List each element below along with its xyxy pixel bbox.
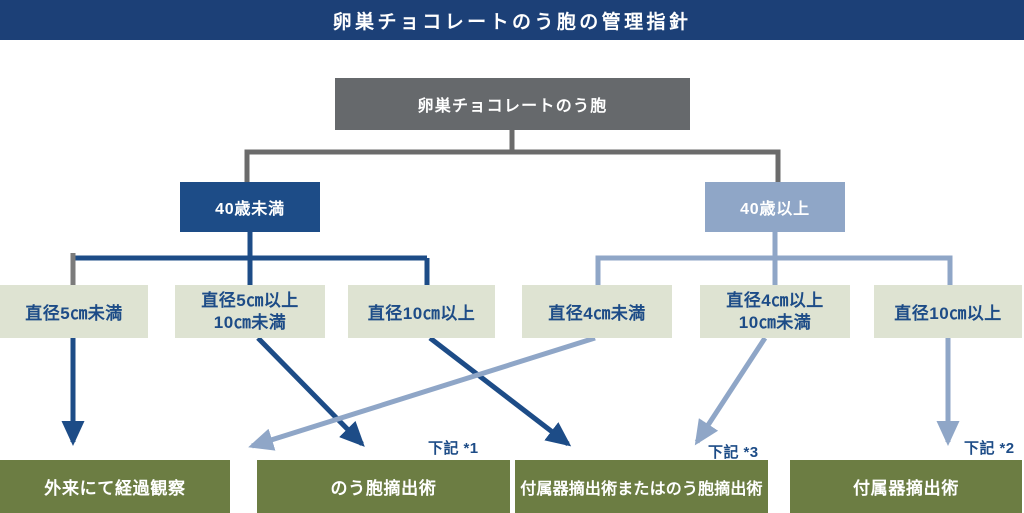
size-node-under40-lt5cm: 直径5㎝未満 [0,285,148,338]
outcome-node-label: 付属器摘出術またはのう胞摘出術 [520,480,763,498]
size-node-label-line1: 直径5㎝以上 [201,291,299,311]
size-node-label-line1: 直径4㎝以上 [726,291,824,311]
size-node-over40-gte10cm: 直径10㎝以上 [874,285,1022,338]
page-title: 卵巣チョコレートのう胞の管理指針 [332,11,692,33]
size-node-over40-lt4cm: 直径4㎝未満 [522,285,672,338]
outcome-node-label: 外来にて経過観察 [44,479,186,498]
root-node-label: 卵巣チョコレートのう胞 [417,98,608,115]
age-node-over40: 40歳以上 [705,182,845,232]
size-node-label-line2: 10㎝未満 [738,312,812,332]
note-label-1: 下記 *1 [428,440,479,457]
outcome-node-adnexectomy-or-cystectomy: 付属器摘出術またはのう胞摘出術 [515,460,768,513]
connector-root-branches [244,149,781,182]
outcome-node-observation: 外来にて経過観察 [0,460,230,513]
arrow-over40-4to10cm-to-adnexectomy-or-cystectomy [694,336,768,446]
header-bar: 卵巣チョコレートのう胞の管理指針 [0,0,1024,40]
age-node-label: 40歳未満 [215,201,285,218]
size-node-under40-5to10cm: 直径5㎝以上 10㎝未満 [175,285,325,338]
size-node-label: 直径5㎝未満 [25,304,123,323]
size-node-label: 直径10㎝以上 [367,304,476,323]
size-node-under40-gte10cm: 直径10㎝以上 [348,285,495,338]
age-node-label: 40歳以上 [740,201,810,218]
size-node-label-line2: 10㎝未満 [213,312,287,332]
size-node-label: 直径4㎝未満 [548,304,646,323]
note-label-2: 下記 *2 [964,440,1015,457]
outcome-node-adnexectomy: 付属器摘出術 [790,460,1022,513]
arrow-under40-5to10cm-to-cystectomy [256,336,365,447]
age-node-under40: 40歳未満 [180,182,320,232]
note-label-3: 下記 *3 [708,444,759,461]
root-node: 卵巣チョコレートのう胞 [335,78,690,130]
size-node-over40-4to10cm: 直径4㎝以上 10㎝未満 [700,285,850,338]
outcome-node-cystectomy: のう胞摘出術 [257,460,510,513]
outcome-node-label: のう胞摘出術 [330,479,437,498]
size-node-label: 直径10㎝以上 [894,304,1002,323]
arrow-under40-gte10cm-to-adnexectomy-or-cystectomy [428,336,572,447]
outcome-node-label: 付属器摘出術 [852,479,960,498]
arrow-over40-lt4cm-to-observation [248,335,596,451]
